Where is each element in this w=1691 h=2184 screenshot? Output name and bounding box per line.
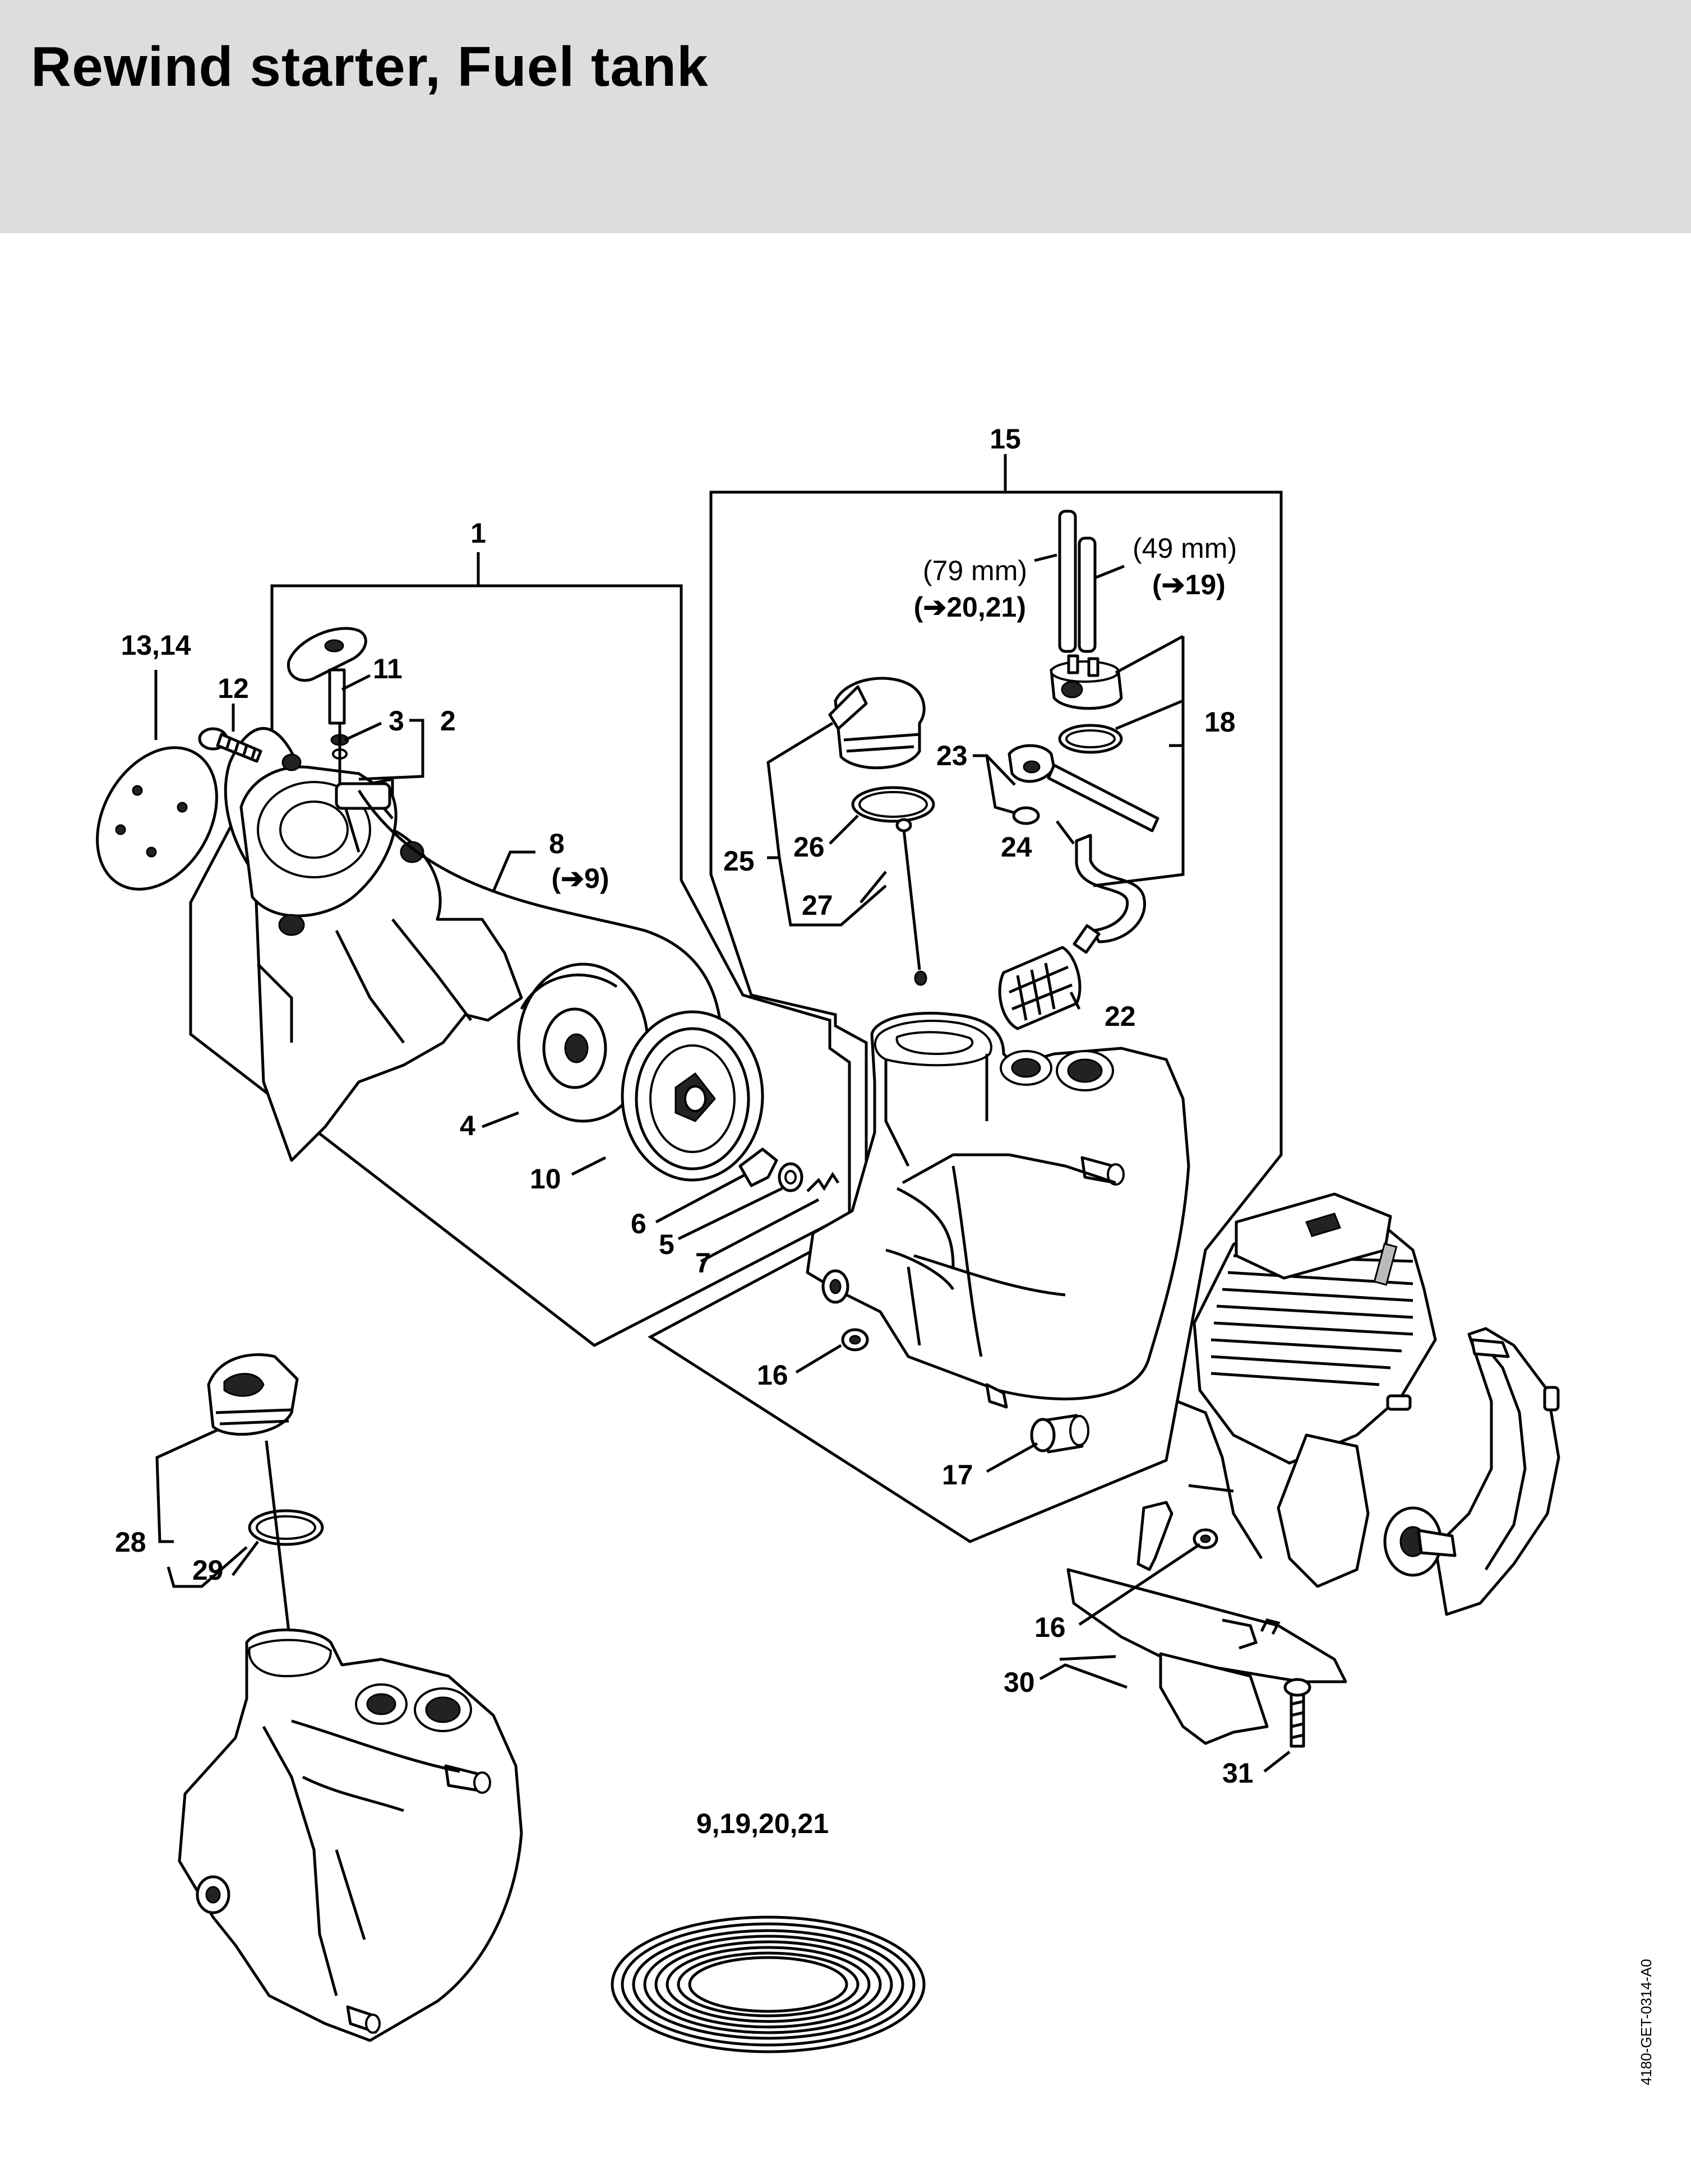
fuel-tank-icon <box>806 1011 1190 1409</box>
engine-icon <box>1177 1192 1560 1616</box>
label-16-b: 16 <box>1034 1612 1066 1643</box>
grommet-17-icon <box>1030 1414 1089 1454</box>
hose-24-icon <box>1047 764 1159 832</box>
shroud-30-icon <box>1066 1501 1347 1745</box>
label-12: 12 <box>218 673 249 704</box>
label-3: 3 <box>389 705 404 737</box>
label-30: 30 <box>1004 1667 1035 1698</box>
valve-23-icon <box>1008 744 1056 825</box>
leader-lines <box>154 553 1291 1773</box>
label-2: 2 <box>440 705 456 737</box>
part-labels: 1 13,14 12 11 3 2 8 (➔9) 4 10 6 5 7 15 (… <box>115 423 1254 1839</box>
label-79mm: (79 mm) <box>923 555 1027 586</box>
label-10: 10 <box>530 1163 561 1195</box>
label-6: 6 <box>631 1208 646 1239</box>
label-4: 4 <box>460 1110 475 1141</box>
rope-rotor-icon <box>517 963 649 1123</box>
gasket-26-inner <box>858 791 928 818</box>
strap-28-icon <box>265 1440 292 1646</box>
hose-coil-icon <box>611 1915 926 2053</box>
label-79mm-ref: (➔20,21) <box>914 591 1026 623</box>
rope-rotor-10 <box>621 1010 764 1182</box>
small-fuel-cap-icon <box>207 1353 299 1436</box>
fuel-filter-icon <box>998 924 1101 1030</box>
cover-plate-icon <box>96 746 218 891</box>
label-29: 29 <box>192 1554 224 1586</box>
starter-grip-icon <box>287 627 367 785</box>
page-title: Rewind starter, Fuel tank <box>31 35 709 98</box>
impulse-hose-icon <box>1058 510 1097 653</box>
strap-27-icon <box>895 818 927 986</box>
label-7: 7 <box>695 1247 711 1279</box>
pawl-group <box>738 1147 840 1192</box>
label-25: 25 <box>723 845 755 877</box>
pickup-hose-icon <box>1075 834 1146 943</box>
group-frame-15 <box>648 454 1283 1543</box>
label-9-19-20-21: 9,19,20,21 <box>696 1808 829 1839</box>
label-1: 1 <box>470 517 486 549</box>
starter-housing-icon <box>224 727 523 1162</box>
gasket-29-inner <box>256 1515 316 1540</box>
header-band: Rewind starter, Fuel tank <box>0 0 1691 233</box>
label-13-14: 13,14 <box>121 630 191 661</box>
label-31: 31 <box>1222 1757 1254 1789</box>
fuel-cap-icon <box>828 677 926 770</box>
label-26: 26 <box>793 831 825 863</box>
label-16-a: 16 <box>757 1359 788 1391</box>
label-49mm-ref: (➔19) <box>1152 569 1226 600</box>
screw-31-icon <box>1283 1678 1311 1748</box>
fuel-valve-icon <box>1050 654 1123 754</box>
label-5: 5 <box>659 1229 674 1260</box>
label-11: 11 <box>373 653 403 684</box>
label-15: 15 <box>990 423 1021 455</box>
label-17: 17 <box>942 1459 973 1491</box>
starter-rope <box>357 789 724 1088</box>
label-23: 23 <box>936 740 968 771</box>
grommet-16-icon <box>841 1328 869 1352</box>
label-22: 22 <box>1105 1001 1136 1032</box>
label-49mm: (49 mm) <box>1133 533 1237 564</box>
grommet-16b-icon <box>1193 1528 1218 1549</box>
label-24: 24 <box>1001 831 1032 863</box>
label-27: 27 <box>802 890 833 921</box>
document-code: 4180-GET-0314-A0 <box>1638 1959 1655 2085</box>
label-28: 28 <box>115 1526 146 1558</box>
label-18: 18 <box>1204 706 1236 738</box>
screw-12-icon <box>198 727 262 763</box>
group-frame-1 <box>189 552 851 1347</box>
label-8: 8 <box>549 828 565 859</box>
label-8-ref: (➔9) <box>551 863 609 894</box>
fuel-tank-lower-icon <box>178 1628 523 2042</box>
